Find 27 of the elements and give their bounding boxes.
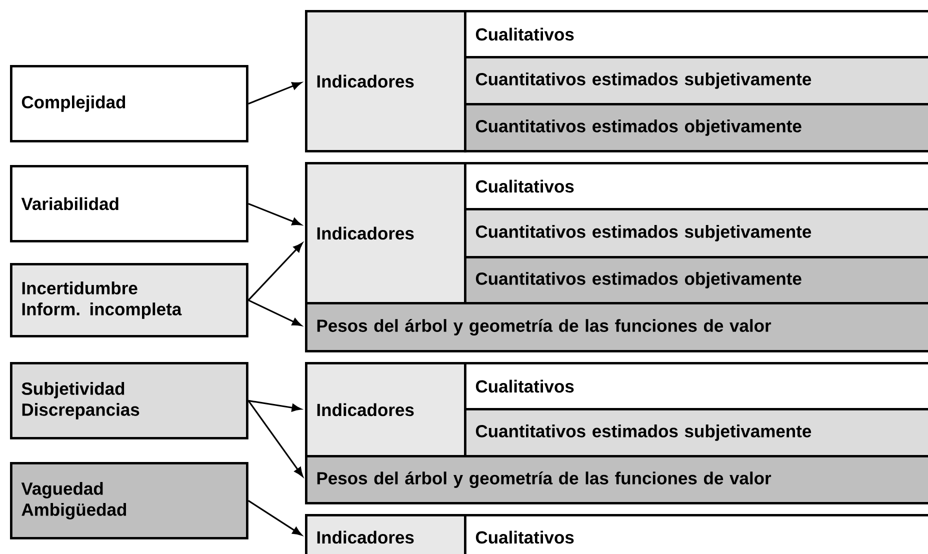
factor-box: Subjetividad Discrepancias: [10, 362, 248, 440]
table-row: Cuantitativos estimados subjetivamente: [464, 208, 928, 258]
factor-box: Vaguedad Ambigüedad: [10, 462, 248, 540]
category-box: Indicadores: [305, 162, 466, 304]
arrow: [248, 242, 303, 301]
arrow: [248, 82, 302, 104]
table-row: Cuantitativos estimados objetivamente: [464, 103, 928, 152]
category-box: Indicadores: [305, 362, 466, 458]
table-row: Cuantitativos estimados objetivamente: [464, 256, 928, 304]
arrow: [248, 500, 302, 536]
factor-box: Incertidumbre Inform. incompleta: [10, 263, 248, 338]
table-row: Cuantitativos estimados subjetivamente: [464, 56, 928, 106]
arrow: [248, 400, 304, 477]
arrow: [248, 400, 302, 412]
category-box: Indicadores: [305, 514, 466, 554]
table-row: Cualitativos: [464, 514, 928, 554]
arrow: [248, 299, 302, 326]
table-row: Pesos del árbol y geometría de las funciones de valor: [305, 455, 928, 504]
factor-box: Complejidad: [10, 65, 248, 142]
table-row: Cualitativos: [464, 10, 928, 58]
arrow: [248, 202, 302, 226]
table-row: Cualitativos: [464, 362, 928, 410]
table-row: Pesos del árbol y geometría de las funciones de valor: [305, 302, 928, 352]
category-box: Indicadores: [305, 10, 466, 152]
factor-box: Variabilidad: [10, 165, 248, 242]
table-row: Cualitativos: [464, 162, 928, 210]
table-row: Cuantitativos estimados subjetivamente: [464, 408, 928, 458]
